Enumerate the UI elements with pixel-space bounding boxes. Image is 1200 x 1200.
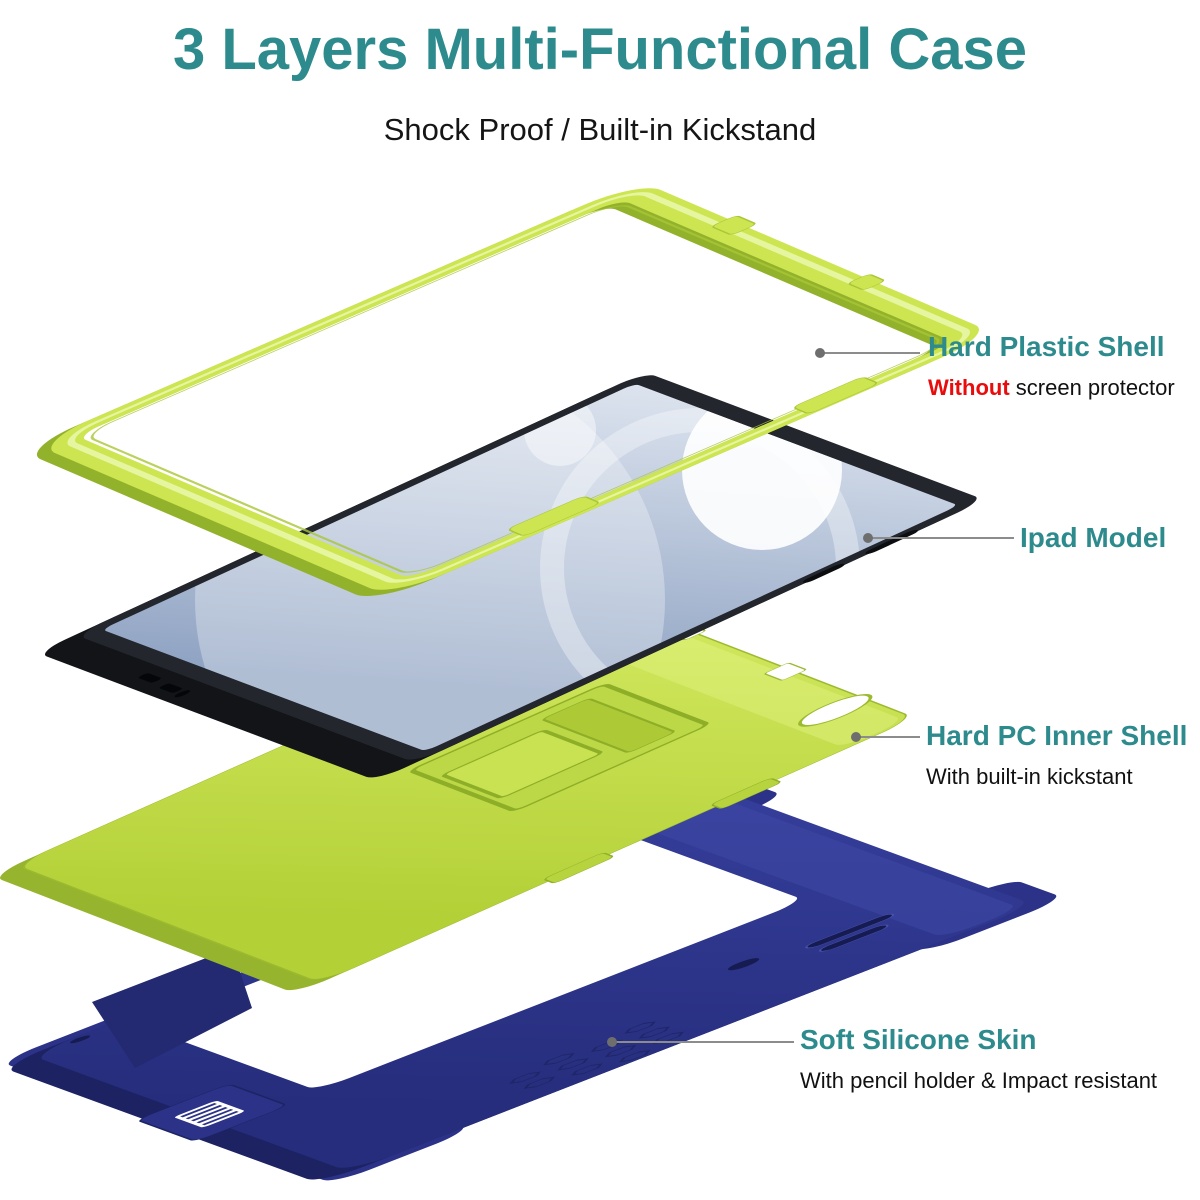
leader-lines	[612, 352, 1014, 1043]
inner-shell-layer	[0, 603, 907, 991]
skin-top-bevel	[638, 796, 1013, 936]
annotation-label-soft-silicone-skin: Soft Silicone Skin	[800, 1024, 1037, 1055]
annotation-note-emphasis: Without	[928, 375, 1010, 400]
camera-dot	[174, 690, 191, 698]
annotation-note-hard-pc-inner-shell: With built-in kickstant	[926, 764, 1133, 789]
kickstand-plate	[441, 729, 603, 799]
frame-inner-lip	[90, 205, 940, 573]
shell-clip	[544, 852, 614, 884]
annotation-soft-silicone-skin: Soft Silicone Skin With pencil holder & …	[800, 1024, 1157, 1094]
annotation-hard-pc-inner-shell: Hard PC Inner Shell With built-in kickst…	[926, 720, 1187, 790]
annotation-ipad-model: Ipad Model	[1020, 522, 1166, 554]
annotation-hard-plastic-shell: Hard Plastic Shell Without screen protec…	[928, 331, 1175, 401]
annotation-note-hard-plastic-shell: Without screen protector	[928, 375, 1175, 401]
page-subtitle: Shock Proof / Built-in Kickstand	[383, 112, 817, 147]
leader-dots	[607, 348, 873, 1047]
shell-notch	[764, 662, 807, 681]
skin-opening	[150, 839, 798, 1088]
shell-clip	[711, 778, 781, 809]
frame-tab	[794, 377, 878, 414]
power-button	[803, 563, 845, 583]
kickstand-slot	[542, 698, 675, 753]
silicone-skin-layer	[8, 779, 1057, 1181]
frame-tab	[508, 496, 599, 536]
volume-button	[865, 529, 918, 554]
page-title: 3 Layers Multi-Functional Case	[172, 17, 1028, 82]
skin-button-slot	[818, 924, 889, 952]
annotation-note-soft-silicone-skin: With pencil holder & Impact resistant	[800, 1068, 1158, 1093]
speaker-slot	[159, 683, 182, 693]
annotation-label-ipad-model: Ipad Model	[1020, 522, 1167, 553]
skin-port-hole	[727, 958, 760, 971]
annotation-note-text: screen protector	[1009, 375, 1175, 400]
annotation-label-hard-pc-inner-shell: Hard PC Inner Shell	[926, 720, 1188, 751]
camera-hole	[798, 694, 873, 727]
skin-button-slot	[805, 913, 895, 949]
skin-corner-hole	[70, 1035, 91, 1044]
hard-plastic-shell-layer	[36, 188, 979, 597]
annotation-label-hard-plastic-shell: Hard Plastic Shell	[928, 331, 1165, 362]
speaker-slot	[138, 673, 161, 683]
frame-tab	[712, 215, 756, 235]
frame-highlight	[67, 192, 971, 583]
frame-tab	[848, 274, 885, 290]
silicone-kickstand	[92, 948, 252, 1068]
